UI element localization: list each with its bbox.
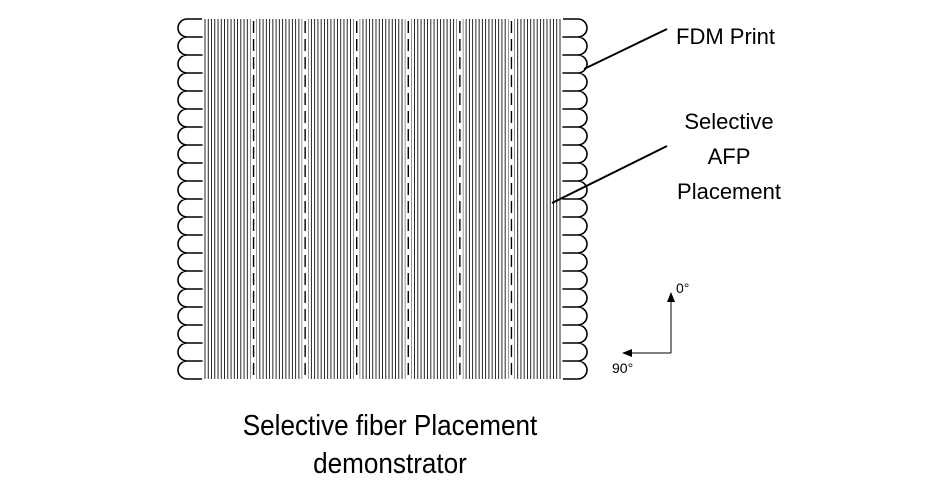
band-gap [405, 19, 412, 379]
afp-label-line1: Selective [684, 109, 773, 134]
axis-0-arrowhead [667, 292, 675, 302]
axis-90-label: 90° [612, 360, 633, 376]
fdm-print-right-loops [562, 18, 588, 380]
fdm-print-left-loops [177, 18, 203, 380]
band-gap [456, 19, 463, 379]
afp-label-line2: AFP [708, 144, 751, 169]
band-gap [302, 19, 309, 379]
axis-0-label: 0° [676, 280, 689, 296]
band-gap [353, 19, 360, 379]
caption-line-2: demonstrator [313, 448, 467, 480]
afp-leader-line [551, 145, 668, 204]
fdm-loop-edge-left [177, 18, 203, 380]
band-gap [508, 19, 515, 379]
axis-90-arrowhead [622, 349, 632, 357]
band-gap [250, 19, 257, 379]
fdm-loop-edge-right [562, 18, 588, 380]
caption-line-1: Selective fiber Placement [242, 410, 538, 442]
fdm-leader-line [583, 28, 668, 70]
orientation-axes: 0° 90° [612, 280, 689, 376]
afp-label-line3: Placement [677, 179, 781, 204]
fdm-print-label: FDM Print [676, 24, 775, 49]
afp-band-separators [250, 19, 515, 379]
afp-fiber-lines [204, 19, 561, 379]
